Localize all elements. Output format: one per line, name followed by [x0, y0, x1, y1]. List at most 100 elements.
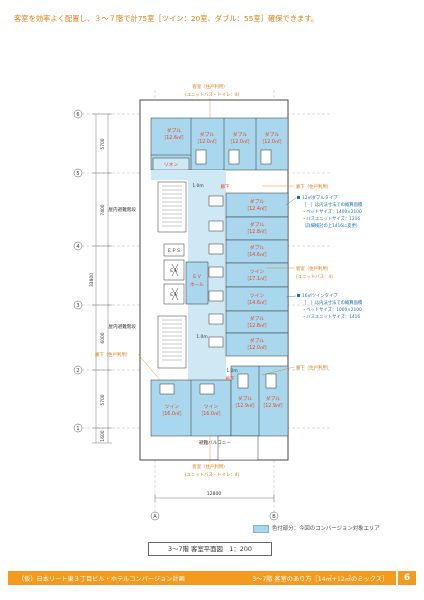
axis-row-6: 6 [73, 109, 83, 119]
room-double-3-size: ［12.0㎡］ [227, 138, 252, 145]
axis-row-1: 1 [73, 423, 83, 433]
axis-row-4: 4 [73, 241, 83, 251]
room-twin-1-size: ［17.1㎡］ [244, 275, 269, 282]
note-double-bed: ・ベッドサイズ：1400×2100 [302, 208, 362, 215]
row-axis: 6 5 4 3 2 1 [73, 109, 83, 433]
bottom-rooms [150, 365, 289, 461]
dim-1600: 1600 [100, 430, 106, 441]
axis-col-b-label: B [272, 514, 276, 520]
dim-7400: 7400 [100, 204, 106, 215]
axis-row-5-label: 5 [76, 171, 79, 177]
annotation-corridor-right-2: 廊下（住戸利用） [296, 364, 331, 371]
room-double-2-size: ［12.0㎡］ [194, 138, 219, 145]
room-double-4-size: ［12.0㎡］ [259, 138, 284, 145]
room-double-8: ダブル [250, 315, 265, 322]
orange-leaders [137, 98, 295, 462]
room-twin-3-size: ［16.0㎡］ [159, 410, 184, 417]
note-leaders [285, 197, 297, 298]
room-double-9: ダブル [250, 337, 265, 344]
axis-row-2-label: 2 [76, 368, 79, 374]
axis-row-2: 2 [73, 365, 83, 375]
page-number-box: 6 [398, 571, 416, 585]
dim-5700-bottom: 5700 [100, 394, 106, 405]
ev-label-1: ＥＶ [169, 268, 178, 274]
dim-6000: 6000 [100, 332, 106, 343]
room-twin-4-size: ［16.0㎡］ [198, 410, 223, 417]
orange-annotations: 客室（住戸利用） (ユニットバス・トイレ：4) 廊下（住戸利用） 客室（住戸利用… [95, 83, 333, 478]
room-double-2: ダブル [200, 131, 215, 138]
room-twin-1: ツイン [250, 270, 265, 275]
axis-col-a-label: A [153, 514, 157, 520]
room-double-1-size: ［12.6㎡］ [161, 134, 186, 141]
axis-row-3: 3 [73, 300, 83, 310]
core [157, 181, 209, 369]
room-double-8-size: ［12.8㎡］ [244, 322, 269, 329]
eps-label: ＥＰＳ [167, 248, 181, 254]
room-double-9-size: ［12.0㎡］ [244, 344, 269, 351]
room-twin-2: ツイン [250, 294, 265, 299]
dim-5700-top: 5700 [100, 138, 106, 149]
room-double-7-size: ［14.6㎡］ [244, 251, 269, 258]
annotation-guest-mid: 客室（住戸利用） [296, 265, 331, 272]
room-twin-2-size: ［14.6㎡］ [244, 299, 269, 306]
stair-label-lower: 屋内避難階段 [108, 323, 136, 330]
room-double-6-size: ［12.8㎡］ [244, 228, 269, 235]
dim-total: 33800 [89, 273, 95, 287]
width-1m-mid: 1.0m [196, 334, 207, 340]
note-double-bath: ・バスユニットサイズ：1216 [302, 215, 360, 222]
corridor-label-bottom: 廊下 [226, 375, 235, 382]
note-twin-bracket: ［ ］は内法寸法での概算面積 [302, 299, 363, 306]
room-double-5: ダブル [250, 198, 265, 205]
note-double-title: 12㎡ダブルタイプ [302, 194, 338, 201]
legend-label: 色付部分：今回のコンバージョン対象エリア [272, 526, 380, 532]
axis-row-6-label: 6 [76, 112, 79, 118]
room-double-11: ダブル [266, 395, 281, 402]
left-dimensions [92, 113, 112, 444]
bottom-dimension [154, 494, 275, 502]
footer-section-title: 3～7階 客室のあり方［14㎡+12㎡のミックス］ [252, 576, 388, 583]
annotation-corridor-left: 廊下（住戸利用） [95, 351, 130, 358]
note-double-bracket: ［ ］は内法寸法での概算面積 [302, 201, 363, 208]
linen-room: リネン [164, 162, 179, 168]
axis-row-5: 5 [73, 168, 83, 178]
room-double-10: ダブル [238, 395, 253, 402]
room-labels: ダブル ［12.6㎡］ ダブル ［12.0㎡］ ダブル ［12.0㎡］ ダブル … [159, 127, 285, 417]
dim-bottom: 12800 [207, 491, 222, 497]
room-double-10-size: ［12.9㎡］ [232, 402, 257, 409]
room-double-5-size: ［12.4㎡］ [244, 205, 269, 212]
page-number: 6 [403, 573, 411, 583]
left-dim-labels: 5700 7400 6000 5700 1600 33800 [89, 138, 106, 441]
note-double-detail: （詳細検討の上1416に変更） [302, 222, 360, 229]
corridor-label-top: 廊下 [221, 183, 230, 190]
corridor-labels: 廊下 廊下 1.0m 1.0m 1.0m [192, 183, 237, 382]
stair-label-upper: 屋内避難階段 [108, 206, 136, 213]
annotation-guest-bottom-sub: (ユニットバス・トイレ：4) [185, 472, 240, 478]
note-twin-bath: ・バスユニットサイズ：1416 [302, 313, 360, 320]
footer-bar: （仮）日本リート東３丁目ビル・ホテルコンバージョン計画 3～7階 客室のあり方［… [8, 571, 396, 585]
annotation-guest-mid-sub: (ユニットバス：4) [296, 274, 333, 280]
room-twin-3: ツイン [165, 405, 180, 410]
core-labels: 屋内避難階段 屋内避難階段 ＥＰＳ ＥＶ ＥＶ ＥＶ ホール 避難バルコニー [108, 206, 231, 446]
annotation-guest-top-sub: (ユニットバス・トイレ：4) [185, 92, 240, 98]
axis-row-4-label: 4 [76, 244, 79, 250]
ev-hall-label-2: ホール [190, 282, 204, 288]
balcony-label: 避難バルコニー [199, 439, 231, 446]
note-twin-bed: ・ベッドサイズ：1000×2100 [302, 306, 362, 313]
room-double-11-size: ［12.9㎡］ [260, 402, 285, 409]
room-double-4: ダブル [265, 131, 280, 138]
room-double-7: ダブル [250, 244, 265, 251]
width-1m-bottom: 1.0m [226, 368, 237, 374]
footer-project-title: （仮）日本リート東３丁目ビル・ホテルコンバージョン計画 [18, 576, 185, 583]
col-axis: A B [150, 511, 279, 521]
note-twin-title: 16㎡ツインタイプ [302, 292, 338, 299]
legend: 色付部分：今回のコンバージョン対象エリア [250, 524, 380, 533]
type-notes: 12㎡ダブルタイプ ［ ］は内法寸法での概算面積 ・ベッドサイズ：1400×21… [297, 194, 363, 320]
headline: 客室を効率よく配置し、３～７階で計75室［ツイン：20室、ダブル：55室］確保で… [14, 14, 319, 23]
axis-row-1-label: 1 [76, 426, 79, 432]
room-double-1: ダブル [167, 127, 182, 134]
room-twin-4: ツイン [204, 405, 219, 410]
right-rooms [208, 192, 289, 357]
width-1m-top: 1.0m [192, 183, 203, 189]
annotation-corridor-right: 廊下（住戸利用） [296, 183, 331, 190]
